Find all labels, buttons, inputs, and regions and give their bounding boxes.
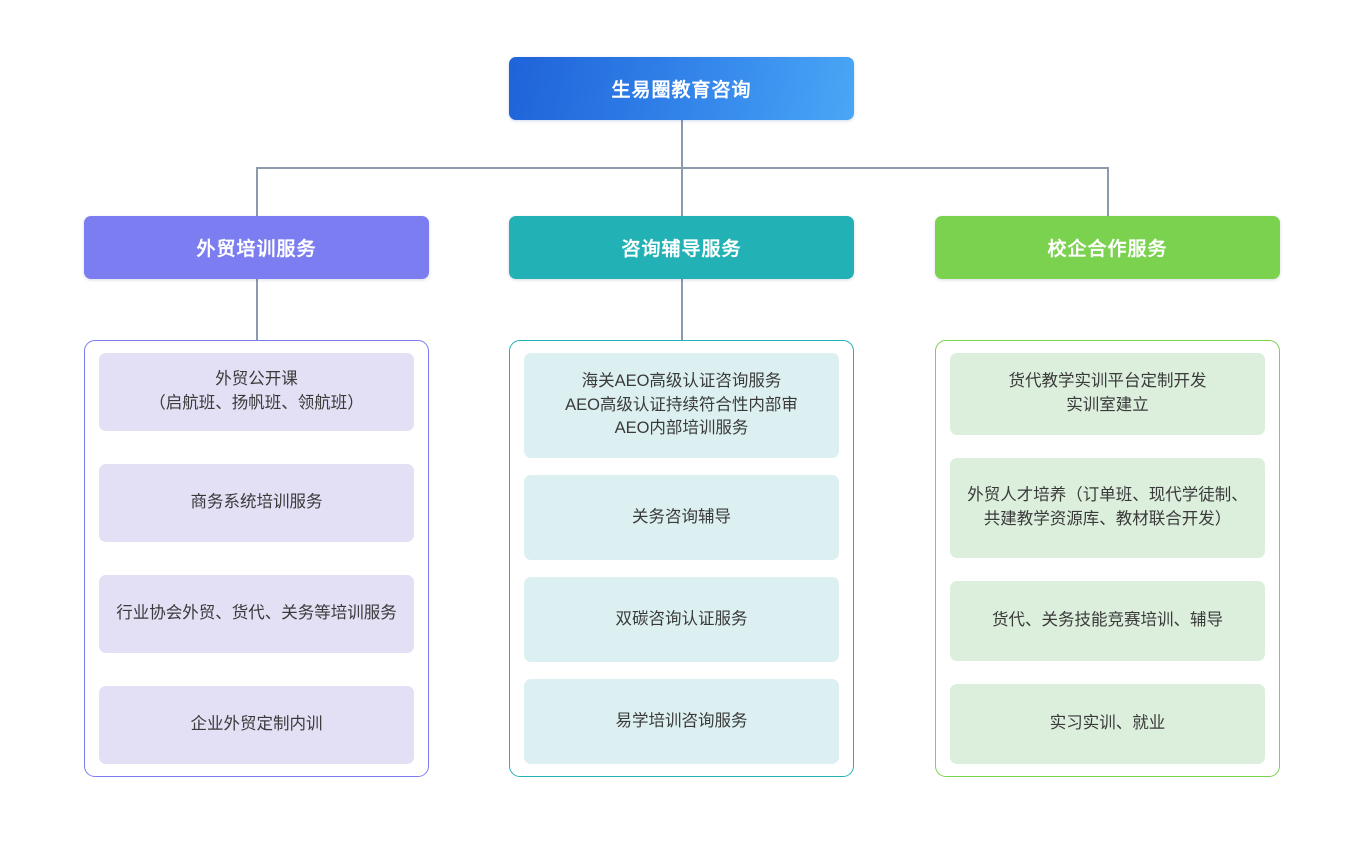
list-item-line: AEO高级认证持续符合性内部审: [565, 395, 798, 414]
list-item[interactable]: 行业协会外贸、货代、关务等培训服务: [99, 575, 414, 653]
list-item-line: 货代、关务技能竞赛培训、辅导: [992, 611, 1223, 630]
connector-branch-1-to-panel: [256, 279, 258, 341]
branch-panel-2: 海关AEO高级认证咨询服务 AEO高级认证持续符合性内部审 AEO内部培训服务 …: [509, 340, 854, 777]
connector-drop-branch-2: [681, 167, 683, 216]
list-item-line: 商务系统培训服务: [190, 493, 323, 512]
list-item-line: 实训室建立: [1066, 396, 1149, 414]
list-item[interactable]: 实习实训、就业: [950, 684, 1265, 764]
list-item[interactable]: 海关AEO高级认证咨询服务 AEO高级认证持续符合性内部审 AEO内部培训服务: [524, 353, 839, 458]
branch-panel-1: 外贸公开课 （启航班、扬帆班、领航班） 商务系统培训服务 行业协会外贸、货代、关…: [84, 340, 429, 777]
list-item[interactable]: 货代教学实训平台定制开发 实训室建立: [950, 353, 1265, 435]
list-item[interactable]: 外贸公开课 （启航班、扬帆班、领航班）: [99, 353, 414, 431]
list-item-line: AEO内部培训服务: [614, 419, 749, 438]
list-item-line: 实习实训、就业: [1049, 714, 1166, 733]
list-item-line: 外贸人才培养（订单班、现代学徒制、共建教学资源库、教材联合开发）: [967, 486, 1248, 528]
list-item-line: 企业外贸定制内训: [190, 715, 323, 734]
list-item-line: 货代教学实训平台定制开发: [1008, 372, 1207, 391]
connector-drop-branch-3: [1107, 167, 1109, 216]
branch-header-2[interactable]: 咨询辅导服务: [509, 216, 854, 279]
list-item-line: 海关AEO高级认证咨询服务: [581, 371, 782, 390]
list-item[interactable]: 易学培训咨询服务: [524, 679, 839, 764]
branch-panel-3: 货代教学实训平台定制开发 实训室建立 外贸人才培养（订单班、现代学徒制、共建教学…: [935, 340, 1280, 777]
list-item-line: 行业协会外贸、货代、关务等培训服务: [116, 604, 397, 623]
list-item-line: 关务咨询辅导: [632, 507, 731, 526]
list-item-line: 外贸公开课: [215, 370, 298, 389]
branch-header-3[interactable]: 校企合作服务: [935, 216, 1280, 279]
list-item[interactable]: 外贸人才培养（订单班、现代学徒制、共建教学资源库、教材联合开发）: [950, 458, 1265, 558]
list-item[interactable]: 企业外贸定制内训: [99, 686, 414, 764]
list-item-line: 易学培训咨询服务: [615, 711, 748, 730]
list-item-line: 双碳咨询认证服务: [615, 609, 748, 628]
connector-drop-branch-1: [256, 167, 258, 216]
list-item[interactable]: 货代、关务技能竞赛培训、辅导: [950, 581, 1265, 661]
connector-root-stem: [681, 120, 683, 168]
branch-header-1[interactable]: 外贸培训服务: [84, 216, 429, 279]
branch-column-2: 咨询辅导服务 海关AEO高级认证咨询服务 AEO高级认证持续符合性内部审 AEO…: [509, 216, 854, 777]
root-node-label: 生易圈教育咨询: [611, 80, 752, 101]
root-node[interactable]: 生易圈教育咨询: [509, 57, 854, 120]
branch-header-2-label: 咨询辅导服务: [621, 239, 742, 260]
list-item[interactable]: 商务系统培训服务: [99, 464, 414, 542]
branch-header-3-label: 校企合作服务: [1047, 239, 1168, 260]
branch-column-3: 校企合作服务 货代教学实训平台定制开发 实训室建立 外贸人才培养（订单班、现代学…: [935, 216, 1280, 777]
list-item-line: （启航班、扬帆班、领航班）: [149, 394, 364, 412]
list-item[interactable]: 关务咨询辅导: [524, 475, 839, 560]
branch-header-1-label: 外贸培训服务: [196, 239, 317, 260]
list-item[interactable]: 双碳咨询认证服务: [524, 577, 839, 662]
connector-branch-2-to-panel: [681, 279, 683, 341]
branch-column-1: 外贸培训服务 外贸公开课 （启航班、扬帆班、领航班） 商务系统培训服务 行业协会…: [84, 216, 429, 777]
